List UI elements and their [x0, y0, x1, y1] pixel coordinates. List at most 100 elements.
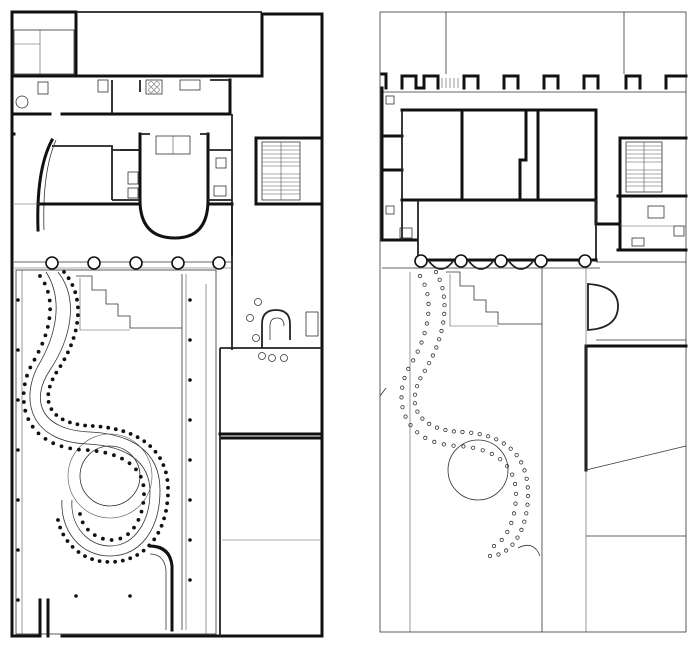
sink-icon [37, 81, 49, 95]
column [129, 256, 143, 270]
path-light [522, 468, 527, 473]
path-light [113, 559, 117, 564]
path-light [121, 429, 126, 434]
path-light [113, 427, 118, 432]
stove-burner [148, 81, 154, 87]
path-light [426, 301, 431, 306]
path-light [61, 532, 66, 537]
path-light [426, 361, 432, 366]
interior-wall [218, 432, 324, 440]
path-light [437, 337, 442, 342]
path-light [408, 422, 413, 428]
path-light [399, 395, 404, 400]
path-light [26, 417, 31, 421]
column [454, 254, 468, 268]
path-light [141, 483, 146, 488]
path-light [112, 453, 116, 458]
bathroom-wall [112, 114, 233, 256]
path-light [46, 400, 51, 404]
path-light [76, 550, 81, 554]
path-light [400, 385, 405, 390]
path-light [424, 321, 429, 326]
path-light [141, 501, 146, 505]
path-light [36, 349, 41, 354]
path-light [127, 461, 132, 466]
storage-room [13, 29, 75, 75]
serpentine-path [29, 271, 151, 547]
path-light [485, 434, 491, 439]
path-light [98, 424, 103, 429]
path-light [68, 420, 72, 425]
room-wall [400, 108, 620, 226]
path-light [68, 446, 73, 451]
path-light [153, 449, 158, 454]
path-light [54, 413, 59, 417]
curved-wall [517, 544, 541, 557]
path-light [422, 282, 427, 287]
path-light [494, 437, 499, 442]
path-light [126, 532, 130, 536]
path-light [525, 502, 530, 507]
interior-wall [616, 136, 688, 252]
path-light [161, 463, 166, 467]
interior-wall [380, 86, 418, 242]
path-light [30, 424, 35, 429]
path-light [60, 417, 65, 422]
path-light [508, 446, 513, 451]
column [414, 254, 428, 268]
path-light [77, 447, 81, 452]
column [534, 254, 548, 268]
curved-wall-inner [149, 553, 167, 630]
path-light [415, 430, 420, 435]
path-light [75, 321, 79, 325]
path-light [430, 353, 435, 358]
perimeter-lights [16, 298, 192, 602]
path-light [48, 307, 52, 312]
path-light [414, 384, 420, 389]
path-light [164, 509, 168, 513]
seat-stool [268, 354, 276, 362]
path-light [504, 464, 510, 469]
path-light [503, 548, 509, 553]
path-light [38, 274, 42, 278]
path-light [440, 285, 445, 291]
ground-floor-plan [10, 10, 324, 638]
path-light [510, 542, 515, 547]
path-light [73, 290, 78, 295]
stepped-terrace [449, 274, 498, 327]
path-light [400, 405, 405, 410]
path-light [138, 474, 143, 479]
stove-burner [148, 87, 154, 93]
toilet-icon [15, 95, 29, 109]
path-light [23, 408, 28, 413]
path-light [136, 518, 141, 522]
path-light [28, 365, 33, 370]
path-light [524, 511, 529, 516]
column [171, 256, 185, 270]
toilet-icon [215, 157, 227, 169]
path-light [524, 476, 529, 481]
path-light [36, 431, 41, 436]
path-light [402, 375, 407, 381]
sink-icon [179, 79, 201, 91]
serpentine-light-dots [399, 269, 531, 559]
courtyard-edge [15, 269, 217, 635]
path-light [423, 435, 428, 440]
path-light [418, 376, 423, 381]
path-light [101, 536, 105, 541]
path-light [412, 392, 418, 397]
path-light [477, 431, 482, 437]
arch [507, 259, 535, 270]
path-light [46, 289, 50, 294]
path-light [94, 449, 99, 453]
stove-burner [154, 87, 160, 93]
path-light [441, 320, 446, 325]
path-light [159, 523, 164, 528]
column [212, 256, 226, 270]
interior-wall [52, 145, 140, 200]
path-light [411, 358, 416, 363]
path-light [43, 437, 48, 441]
path-light [71, 336, 76, 340]
path-light [58, 364, 63, 368]
